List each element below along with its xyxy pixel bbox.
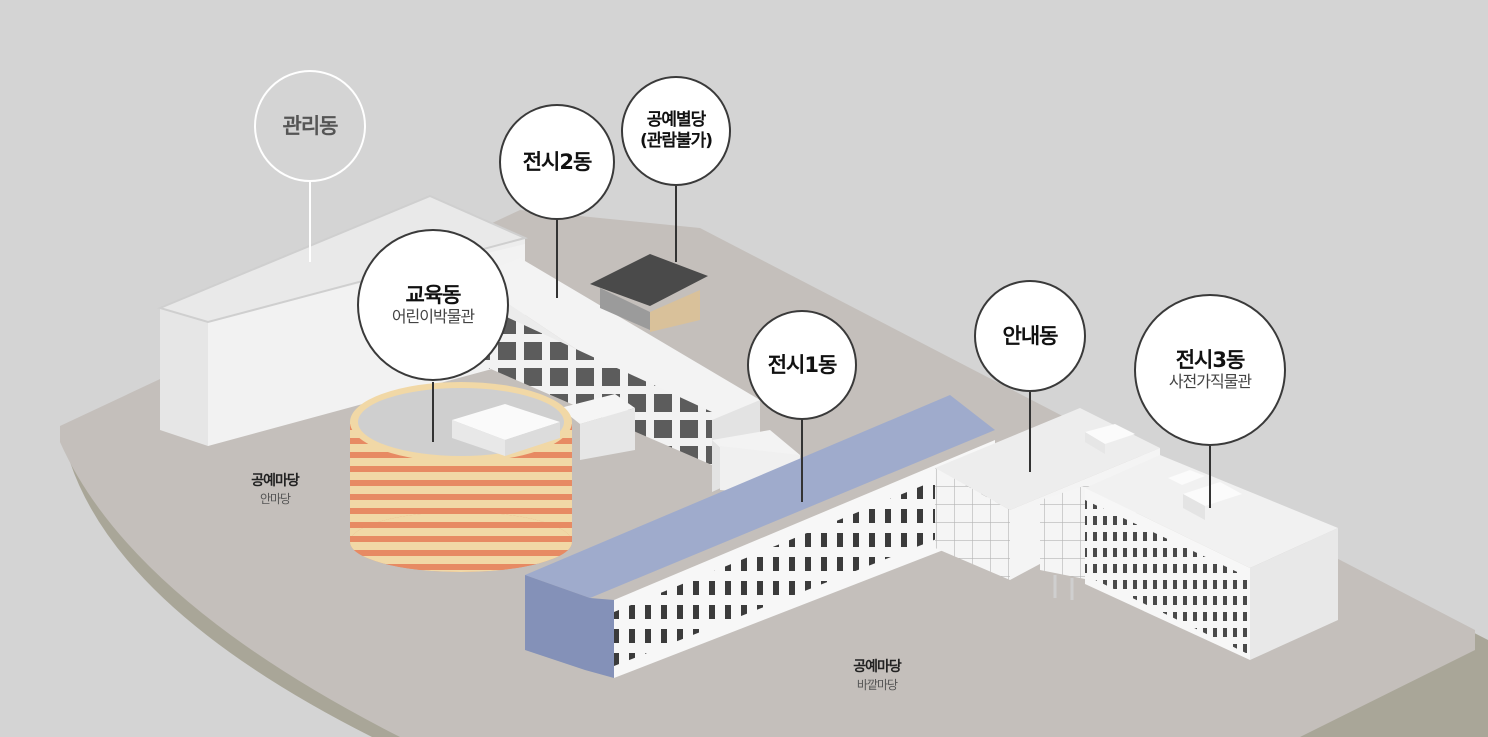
- admin-building-pin[interactable]: 관리동: [254, 70, 366, 182]
- info-building-label: 안내동: [1002, 323, 1059, 348]
- education-building-sublabel: 어린이박물관: [391, 306, 475, 326]
- exhibition3-building[interactable]: [1085, 455, 1338, 660]
- annex-building-label: 공예별당: [646, 109, 707, 130]
- outer-yard-subtitle: 바깥마당: [856, 678, 898, 692]
- education-building-pin[interactable]: 교육동 어린이박물관: [357, 229, 509, 381]
- exhibition3-building-sublabel: 사전가직물관: [1168, 371, 1252, 391]
- info-building-pin[interactable]: 안내동: [974, 280, 1086, 392]
- exhibition1-building-pin[interactable]: 전시1동: [747, 310, 857, 420]
- inner-yard-label: 공예마당 안마당: [230, 470, 320, 507]
- pin-leader-lines: [309, 180, 1211, 508]
- admin-building-label: 관리동: [282, 113, 339, 138]
- exhibition1-building[interactable]: [525, 395, 995, 678]
- annex-building[interactable]: [590, 254, 708, 332]
- education-building[interactable]: [350, 382, 572, 572]
- outer-yard-label: 공예마당 바깥마당: [832, 656, 922, 693]
- outer-yard-title: 공예마당: [853, 659, 902, 675]
- exhibition2-building-label: 전시2동: [522, 149, 593, 174]
- education-building-label: 교육동: [405, 282, 462, 307]
- exhibition3-building-label: 전시3동: [1175, 347, 1246, 372]
- annex-building-note: (관람불가): [639, 131, 713, 151]
- inner-yard-subtitle: 안마당: [259, 492, 291, 506]
- exhibition2-building-pin[interactable]: 전시2동: [499, 104, 615, 220]
- annex-building-pin[interactable]: 공예별당 (관람불가): [621, 76, 731, 186]
- exhibition3-building-pin[interactable]: 전시3동 사전가직물관: [1134, 294, 1286, 446]
- exhibition1-building-label: 전시1동: [767, 352, 838, 377]
- inner-yard-title: 공예마당: [251, 473, 300, 489]
